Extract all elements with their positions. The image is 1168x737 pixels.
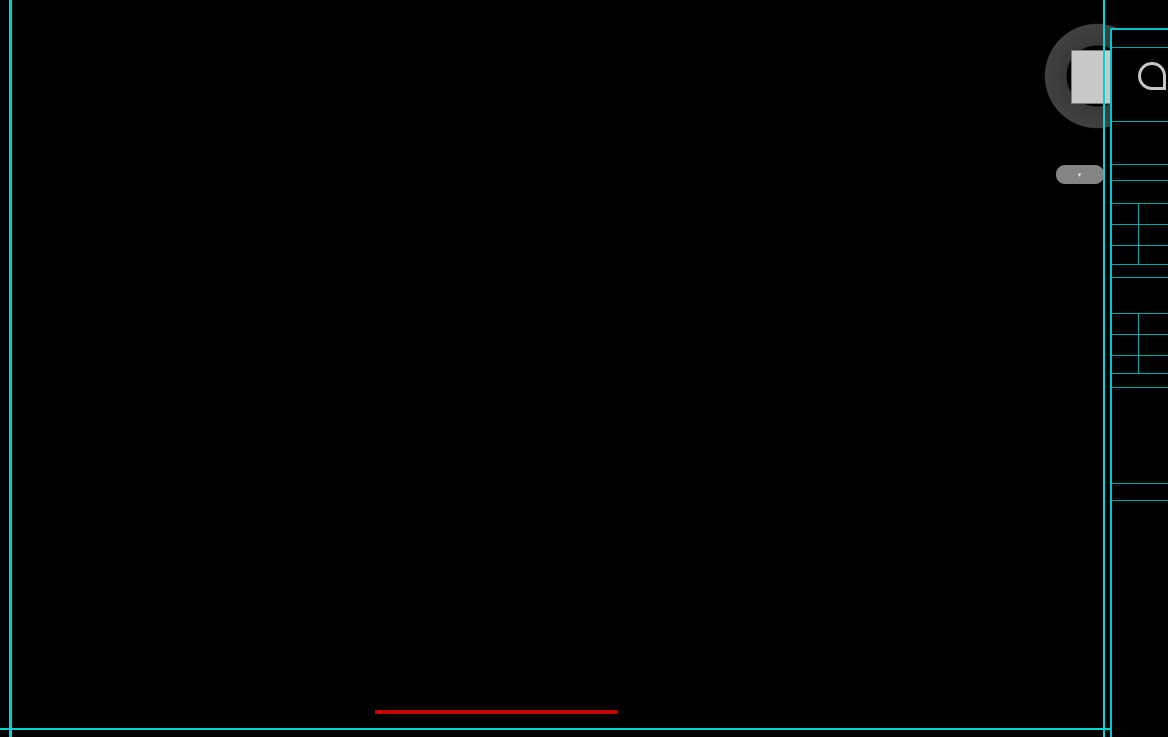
tb-dwgno-value [1140,335,1168,355]
viewport-bottom-border [0,728,1168,730]
tb-cert-no [1112,125,1168,133]
tb-stamp-row [1112,374,1168,388]
tb-project-row [1112,225,1168,246]
tb-blank-row [1112,181,1168,204]
tb-company-row [1112,122,1168,165]
tb-scale-value [1140,356,1168,373]
tb-signbar-box [1112,501,1168,601]
tb-signbar-row [1112,484,1168,501]
tb-prjno-row [1112,314,1168,335]
panel-divider-line [1103,0,1105,737]
tb-title-header-row [1112,265,1168,278]
tb-dwgno-row [1112,335,1168,356]
tb-drawing-title [1112,278,1168,314]
tb-coop-row [1112,165,1168,181]
company-logo-icon [1138,62,1166,90]
tb-stamp-box [1112,388,1168,484]
tb-client-row [1112,204,1168,225]
tb-scale-row [1112,356,1168,374]
tb-fee-value [1140,246,1168,264]
tb-project-value [1140,225,1168,245]
title-underline [375,710,618,714]
tb-fee-row [1112,246,1168,265]
title-block [1110,28,1168,737]
tb-prjno-value [1140,314,1168,334]
viewport-left-border [9,0,12,737]
tb-client-value [1140,204,1168,224]
chevron-down-icon: ▾ [1077,172,1083,179]
tb-logo-area [1112,48,1168,122]
wcs-dropdown[interactable]: ▾ [1056,165,1104,184]
tb-design-unit-row [1112,30,1168,48]
